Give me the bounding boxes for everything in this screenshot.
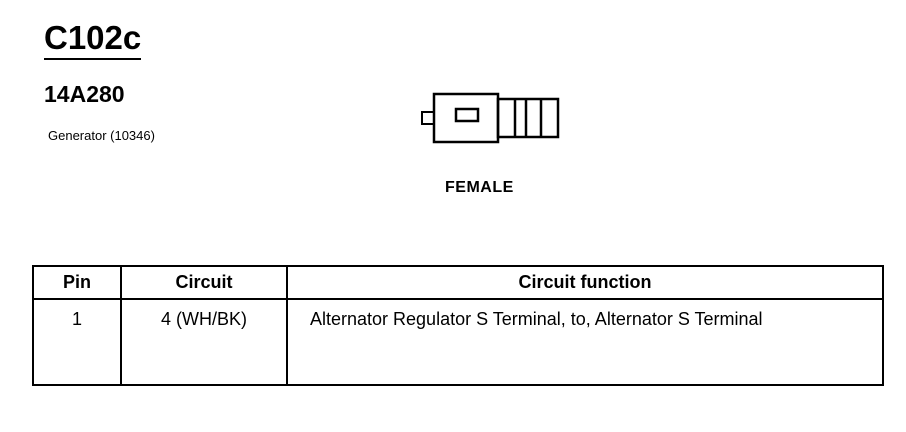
component-label: Generator (10346) [48,128,155,143]
header-circuit: Circuit [120,265,288,300]
connector-tab [421,111,435,125]
connector-rear-body [496,97,560,139]
cell-circuit-function: Alternator Regulator S Terminal, to, Alt… [286,298,884,386]
cell-circuit: 4 (WH/BK) [120,298,288,386]
connector-gender-label: FEMALE [445,179,514,196]
part-number: 14A280 [44,81,125,107]
terminal-cavity [454,107,480,123]
connector-housing [432,92,500,144]
header-circuit-function: Circuit function [286,265,884,300]
header-pin: Pin [32,265,122,300]
table-row: 1 4 (WH/BK) Alternator Regulator S Termi… [32,298,884,386]
pin-table-header-row: Pin Circuit Circuit function [32,265,884,300]
cell-pin: 1 [32,298,122,386]
connector-id-title: C102c [44,18,142,60]
connector-face-diagram [421,92,560,144]
pin-table: Pin Circuit Circuit function 1 4 (WH/BK)… [32,265,884,386]
